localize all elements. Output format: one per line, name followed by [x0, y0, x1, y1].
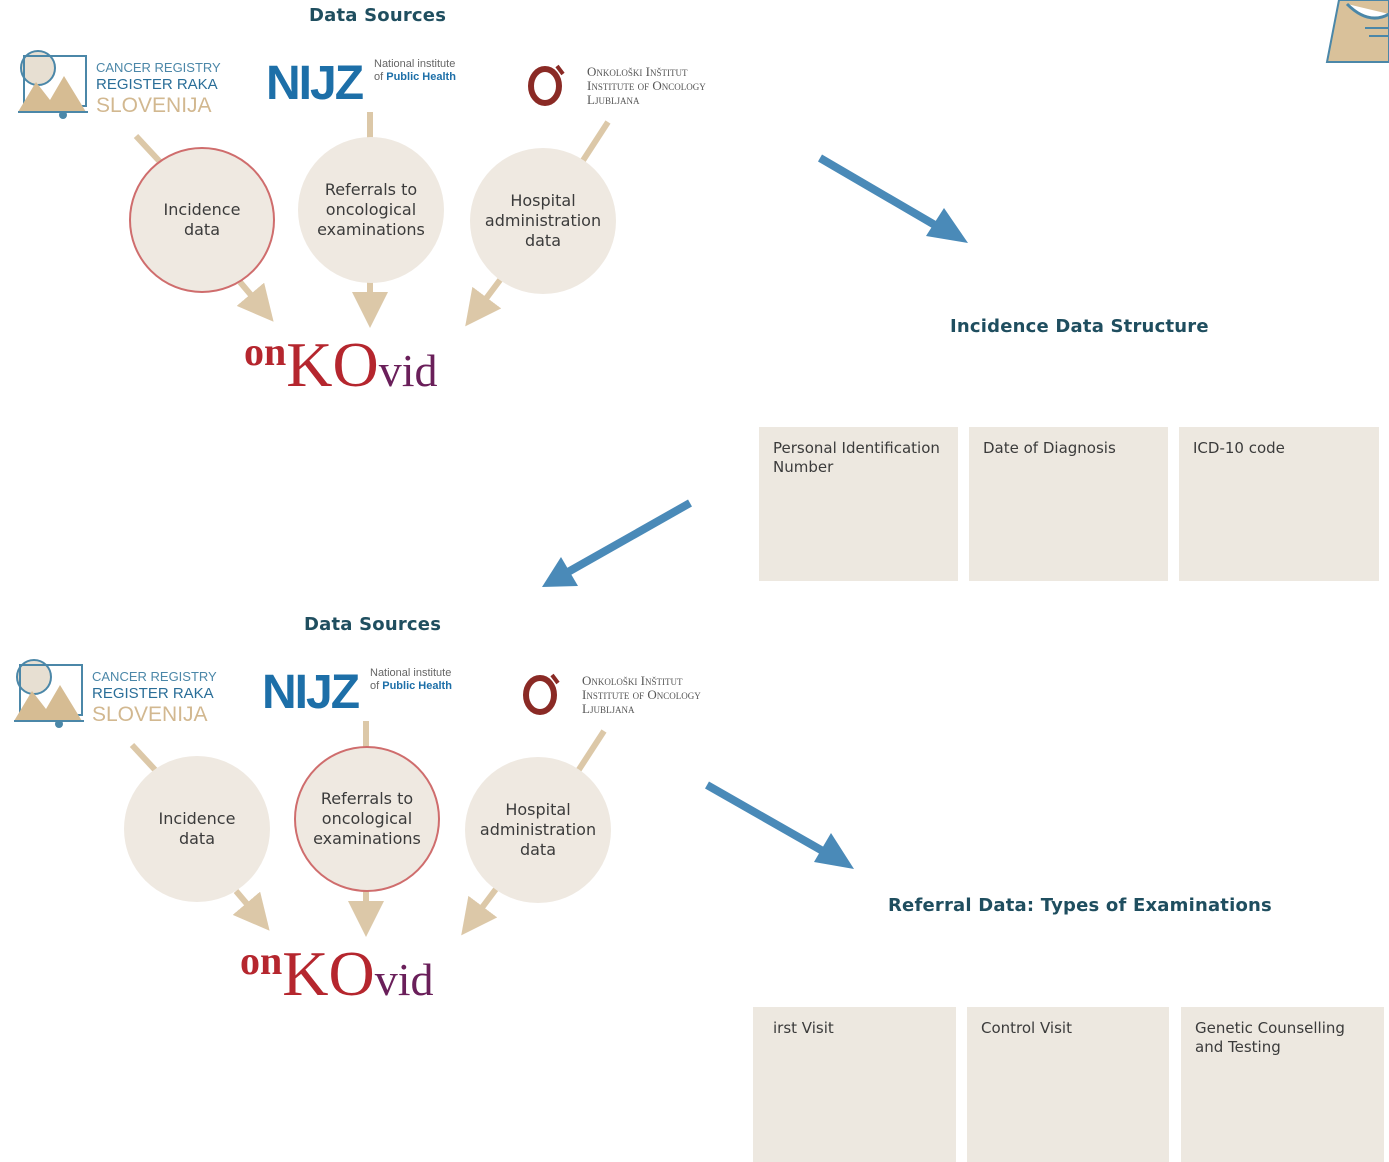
onkovid-on: on: [244, 329, 287, 374]
onko-line-2: Institute of Oncology: [582, 687, 701, 702]
nijz-logo: NIJZ National institute of Public Health: [262, 665, 482, 725]
corner-document-icon: [1325, 0, 1389, 63]
field-label: ICD-10 code: [1193, 439, 1285, 457]
circle-label: Incidence data: [158, 809, 236, 848]
circle-label: Referrals to oncological examinations: [313, 789, 421, 848]
nijz-line-1: National institute: [370, 667, 452, 679]
nijz-mark: NIJZ: [266, 57, 364, 110]
onko-institute-logo: Onkološki Inštitut Institute of Oncology…: [527, 62, 757, 110]
incidence-structure-title: Incidence Data Structure: [950, 316, 1209, 337]
source-connectors: [133, 112, 611, 328]
nijz-line-2-bold: Public Health: [386, 71, 456, 83]
field-tile-date-of-diagnosis[interactable]: Date of Diagnosis: [969, 427, 1168, 581]
cancer-registry-logo: CANCER REGISTRY REGISTER RAKA SLOVENIJA: [16, 48, 226, 124]
arrow-to-incidence-structure: [817, 154, 968, 243]
registry-line-1: CANCER REGISTRY: [92, 669, 217, 684]
hospital-admin-circle[interactable]: Hospital administration data: [465, 757, 611, 903]
onko-line-1: Onkološki Inštitut: [587, 64, 688, 79]
onko-emblem-icon: [528, 64, 565, 106]
onkovid-logo: onKOvid: [244, 328, 437, 402]
field-label: Genetic Counselling and Testing: [1195, 1019, 1345, 1056]
cancer-registry-logo: CANCER REGISTRY REGISTER RAKA SLOVENIJA: [12, 657, 222, 733]
circle-label: Referrals to oncological examinations: [317, 180, 425, 239]
field-tile-control-visit[interactable]: Control Visit: [967, 1007, 1169, 1162]
arrow-to-panel-2: [542, 499, 692, 587]
onko-line-3: Ljubljana: [587, 92, 640, 107]
onkovid-on: on: [240, 938, 283, 983]
onko-line-1: Onkološki Inštitut: [582, 673, 683, 688]
registry-line-3: SLOVENIJA: [92, 703, 208, 726]
registry-line-2: REGISTER RAKA: [92, 685, 214, 702]
field-tile-genetic-counselling[interactable]: Genetic Counselling and Testing: [1181, 1007, 1384, 1162]
onkovid-logo: onKOvid: [240, 937, 433, 1011]
incidence-data-circle[interactable]: Incidence data: [124, 756, 270, 902]
field-tile-personal-id[interactable]: Personal Identification Number: [759, 427, 958, 581]
field-label: Control Visit: [981, 1019, 1072, 1037]
field-label: irst Visit: [773, 1019, 834, 1037]
registry-mountain-icon: [14, 659, 84, 728]
nijz-line-1: National institute: [374, 58, 456, 70]
field-tile-icd10[interactable]: ICD-10 code: [1179, 427, 1379, 581]
panel-title: Data Sources: [309, 5, 447, 26]
registry-line-2: REGISTER RAKA: [96, 76, 218, 93]
nijz-line-2-prefix: of: [370, 680, 383, 692]
hospital-admin-circle[interactable]: Hospital administration data: [470, 148, 616, 294]
referral-types-title: Referral Data: Types of Examinations: [888, 895, 1272, 916]
onkovid-vid: vid: [374, 954, 434, 1005]
registry-line-3: SLOVENIJA: [96, 94, 212, 117]
onko-institute-logo: Onkološki Inštitut Institute of Oncology…: [522, 671, 752, 719]
circle-label: Hospital administration data: [484, 191, 602, 250]
onko-line-2: Institute of Oncology: [587, 78, 706, 93]
onkovid-vid: vid: [378, 345, 438, 396]
nijz-line-2-bold: Public Health: [382, 680, 452, 692]
nijz-mark: NIJZ: [262, 666, 360, 719]
registry-mountain-icon: [18, 50, 88, 119]
field-label: Personal Identification Number: [773, 439, 940, 476]
onko-emblem-icon: [523, 673, 560, 715]
onkovid-ko: KO: [286, 329, 379, 400]
nijz-logo: NIJZ National institute of Public Health: [266, 56, 486, 116]
onkovid-ko: KO: [282, 938, 375, 1009]
nijz-line-2-prefix: of: [374, 71, 387, 83]
circle-label: Incidence data: [163, 200, 241, 239]
field-label: Date of Diagnosis: [983, 439, 1116, 457]
registry-line-1: CANCER REGISTRY: [96, 60, 221, 75]
field-tile-first-visit[interactable]: irst Visit: [753, 1007, 956, 1162]
referrals-circle[interactable]: Referrals to oncological examinations: [294, 746, 440, 892]
arrow-to-referral-types: [705, 781, 854, 869]
referrals-circle[interactable]: Referrals to oncological examinations: [298, 137, 444, 283]
onko-line-3: Ljubljana: [582, 701, 635, 716]
incidence-data-circle[interactable]: Incidence data: [129, 147, 275, 293]
source-connectors: [129, 721, 607, 937]
panel-title: Data Sources: [304, 614, 442, 635]
circle-label: Hospital administration data: [479, 800, 597, 859]
